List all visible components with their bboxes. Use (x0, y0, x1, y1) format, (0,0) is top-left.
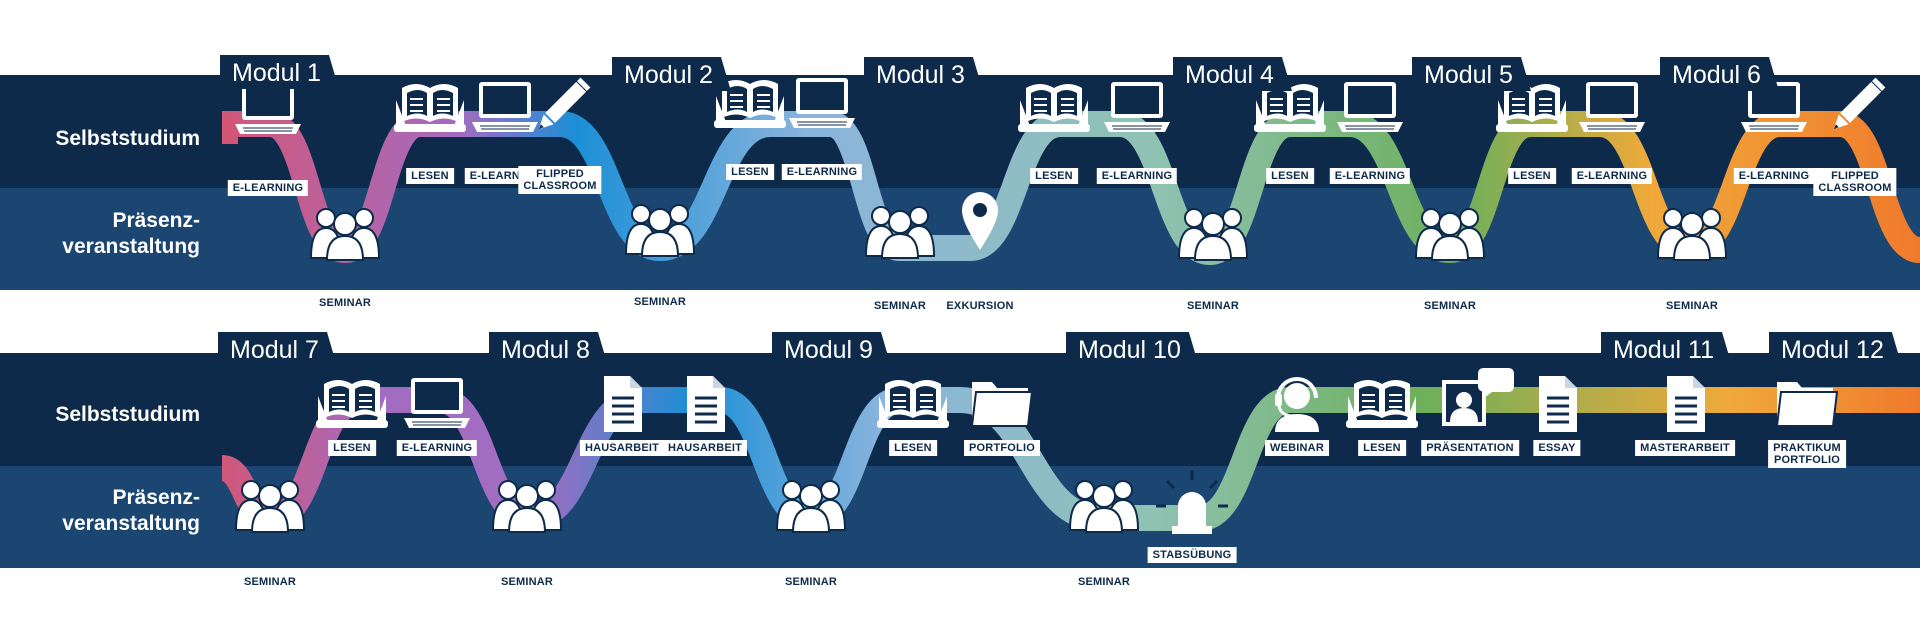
activity-label: E-LEARNING (1329, 168, 1411, 184)
pencil-icon (1833, 77, 1886, 130)
document-icon (687, 376, 725, 432)
seminar-group-icon (864, 206, 936, 259)
module-tab-8: Modul 8 (489, 332, 608, 366)
seminar-group-icon (491, 480, 563, 533)
map-pin-icon (962, 192, 998, 250)
laptop-icon (472, 82, 538, 132)
activity-label: E-LEARNING (1096, 168, 1178, 184)
seminar-group-icon (775, 480, 847, 533)
activity-icons (234, 77, 1886, 534)
activity-label: SEMINAR (313, 295, 377, 311)
module-tab-4: Modul 4 (1173, 57, 1292, 91)
seminar-group-icon (309, 208, 381, 261)
laptop-icon (1104, 82, 1170, 132)
activity-label: SEMINAR (868, 298, 932, 314)
activity-label: SEMINAR (1181, 298, 1245, 314)
activity-label: SEMINAR (1418, 298, 1482, 314)
activity-label: HAUSARBEIT (662, 440, 748, 456)
activity-label: LESEN (1358, 440, 1406, 456)
book-reading-icon (1018, 84, 1090, 132)
activity-label: E-LEARNING (227, 180, 309, 196)
activity-label: LESEN (406, 168, 454, 184)
activity-label: SEMINAR (495, 574, 559, 590)
laptop-icon (1579, 82, 1645, 132)
book-reading-icon (1254, 84, 1326, 132)
activity-label: SEMINAR (1660, 298, 1724, 314)
laptop-icon (789, 78, 855, 128)
activity-label: LESEN (328, 440, 376, 456)
activity-label: PRÄSENTATION (1421, 440, 1519, 456)
module-tab-3: Modul 3 (864, 57, 983, 91)
folder-icon (970, 382, 1034, 427)
book-reading-icon (1346, 380, 1418, 428)
folder-icon (1775, 382, 1839, 427)
laptop-icon (1741, 82, 1807, 132)
band-praesenz-2 (0, 466, 1920, 568)
module-tab-2: Modul 2 (612, 57, 731, 91)
activity-label: LESEN (1030, 168, 1078, 184)
seminar-group-icon (1068, 480, 1140, 533)
module-tab-6: Modul 6 (1660, 57, 1779, 91)
document-icon (1539, 376, 1577, 432)
activity-label: ESSAY (1533, 440, 1581, 456)
activity-label: LESEN (889, 440, 937, 456)
presentation-icon (1442, 368, 1514, 426)
book-reading-icon (877, 380, 949, 428)
seminar-group-icon (234, 480, 306, 533)
row-label-selbststudium-2: Selbststudium (55, 403, 200, 426)
row-label-selbststudium-1: Selbststudium (55, 127, 200, 150)
laptop-icon (1337, 82, 1403, 132)
module-tab-5: Modul 5 (1412, 57, 1531, 91)
siren-icon (1156, 470, 1228, 534)
module-tab-9: Modul 9 (772, 332, 891, 366)
activity-label: LESEN (1508, 168, 1556, 184)
seminar-group-icon (1414, 208, 1486, 261)
module-tab-12: Modul 12 (1769, 332, 1902, 366)
activity-label: STABSÜBUNG (1147, 547, 1237, 563)
row-label-praesenz-1: Präsenz-veranstaltung (62, 209, 200, 258)
activity-label: LESEN (726, 164, 774, 180)
row-label-praesenz-2: Präsenz-veranstaltung (62, 486, 200, 535)
book-reading-icon (1496, 84, 1568, 132)
document-icon (1667, 376, 1705, 432)
seminar-group-icon (1177, 208, 1249, 261)
book-reading-icon (316, 380, 388, 428)
activity-label: SEMINAR (1072, 574, 1136, 590)
document-icon (604, 376, 642, 432)
activity-label: WEBINAR (1265, 440, 1329, 456)
activity-label: E-LEARNING (396, 440, 478, 456)
activity-label: SEMINAR (238, 574, 302, 590)
headset-icon (1275, 377, 1319, 432)
activity-label: E-LEARNING (1733, 168, 1815, 184)
seminar-group-icon (624, 204, 696, 257)
laptop-icon (404, 378, 470, 428)
module-tab-10: Modul 10 (1066, 332, 1199, 366)
activity-label: MASTERARBEIT (1635, 440, 1735, 456)
seminar-group-icon (1656, 208, 1728, 261)
activity-label: SEMINAR (628, 294, 692, 310)
module-tab-1: Modul 1 (220, 55, 339, 89)
start-marker (222, 118, 238, 144)
module-tab-7: Modul 7 (218, 332, 337, 366)
module-tab-11: Modul 11 (1601, 332, 1732, 366)
activity-label: EXKURSION (941, 298, 1019, 314)
book-reading-icon (394, 84, 466, 132)
activity-label: LESEN (1266, 168, 1314, 184)
activity-label: HAUSARBEIT (579, 440, 665, 456)
activity-label: SEMINAR (779, 574, 843, 590)
laptop-icon (235, 84, 301, 134)
activity-label: E-LEARNING (1571, 168, 1653, 184)
activity-label: E-LEARNING (781, 164, 863, 180)
book-reading-icon (714, 80, 786, 128)
activity-label: PORTFOLIO (964, 440, 1040, 456)
